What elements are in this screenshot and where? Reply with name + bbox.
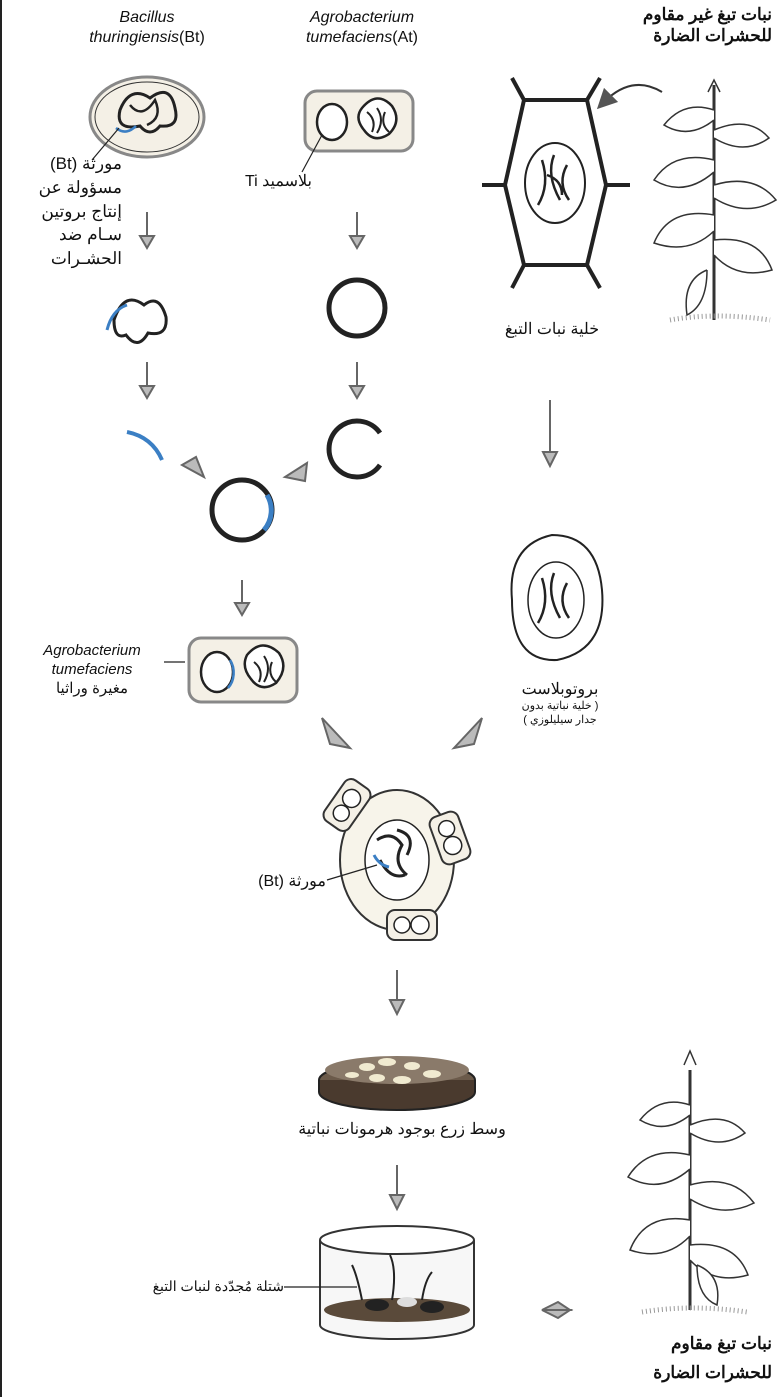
bt-dna	[107, 300, 166, 343]
protoplast-label: بروتوبلاست ( خلية نباتية بدون جدار سيليل…	[500, 680, 620, 728]
tobacco-plant-susceptible	[654, 80, 776, 320]
ti-plasmid-label: بلاسميد Ti	[232, 172, 312, 192]
tobacco-cell-label: خلية نبات التبغ	[492, 320, 612, 340]
susceptible-plant-label: نبات تبغ غير مقاوم للحشرات الضارة	[597, 4, 772, 47]
resistant-plant-label: نبات تبغ مقاوم للحشرات الضارة	[600, 1330, 772, 1388]
regenerated-seedling-label: شتلة مُجدّدة لنبات التبغ	[132, 1278, 284, 1296]
infected-protoplast	[320, 776, 472, 940]
tobacco-cell	[482, 78, 630, 288]
bt-species-label: Bacillus thuringiensis(Bt)	[82, 8, 212, 48]
petri-dish	[319, 1056, 475, 1110]
modified-at-label: Agrobacterium tumefaciens مغيرة وراثيا	[22, 642, 162, 698]
ti-plasmid-cut	[329, 421, 380, 477]
at-bacterium	[305, 91, 413, 151]
culture-medium-label: وسط زرع بوجود هرمونات نباتية	[287, 1120, 517, 1140]
bt-gene-fragment	[127, 432, 162, 460]
bt-bacterium	[90, 77, 204, 157]
ti-plasmid-ring	[329, 280, 385, 336]
recombinant-plasmid	[212, 480, 272, 540]
culture-jar	[320, 1226, 474, 1339]
protoplast	[512, 535, 603, 660]
bt-gene-description: مورثة (Bt) مسؤولة عن إنتاج بروتين سـام ض…	[10, 152, 122, 271]
bt-gene-in-cell-label: مورثة (Bt)	[240, 872, 326, 892]
modified-at-bacterium	[189, 638, 297, 702]
plant-to-cell-arrow	[604, 85, 662, 102]
at-species-label: Agrobacterium tumefaciens(At)	[292, 8, 432, 48]
tobacco-plant-resistant	[628, 1051, 754, 1312]
